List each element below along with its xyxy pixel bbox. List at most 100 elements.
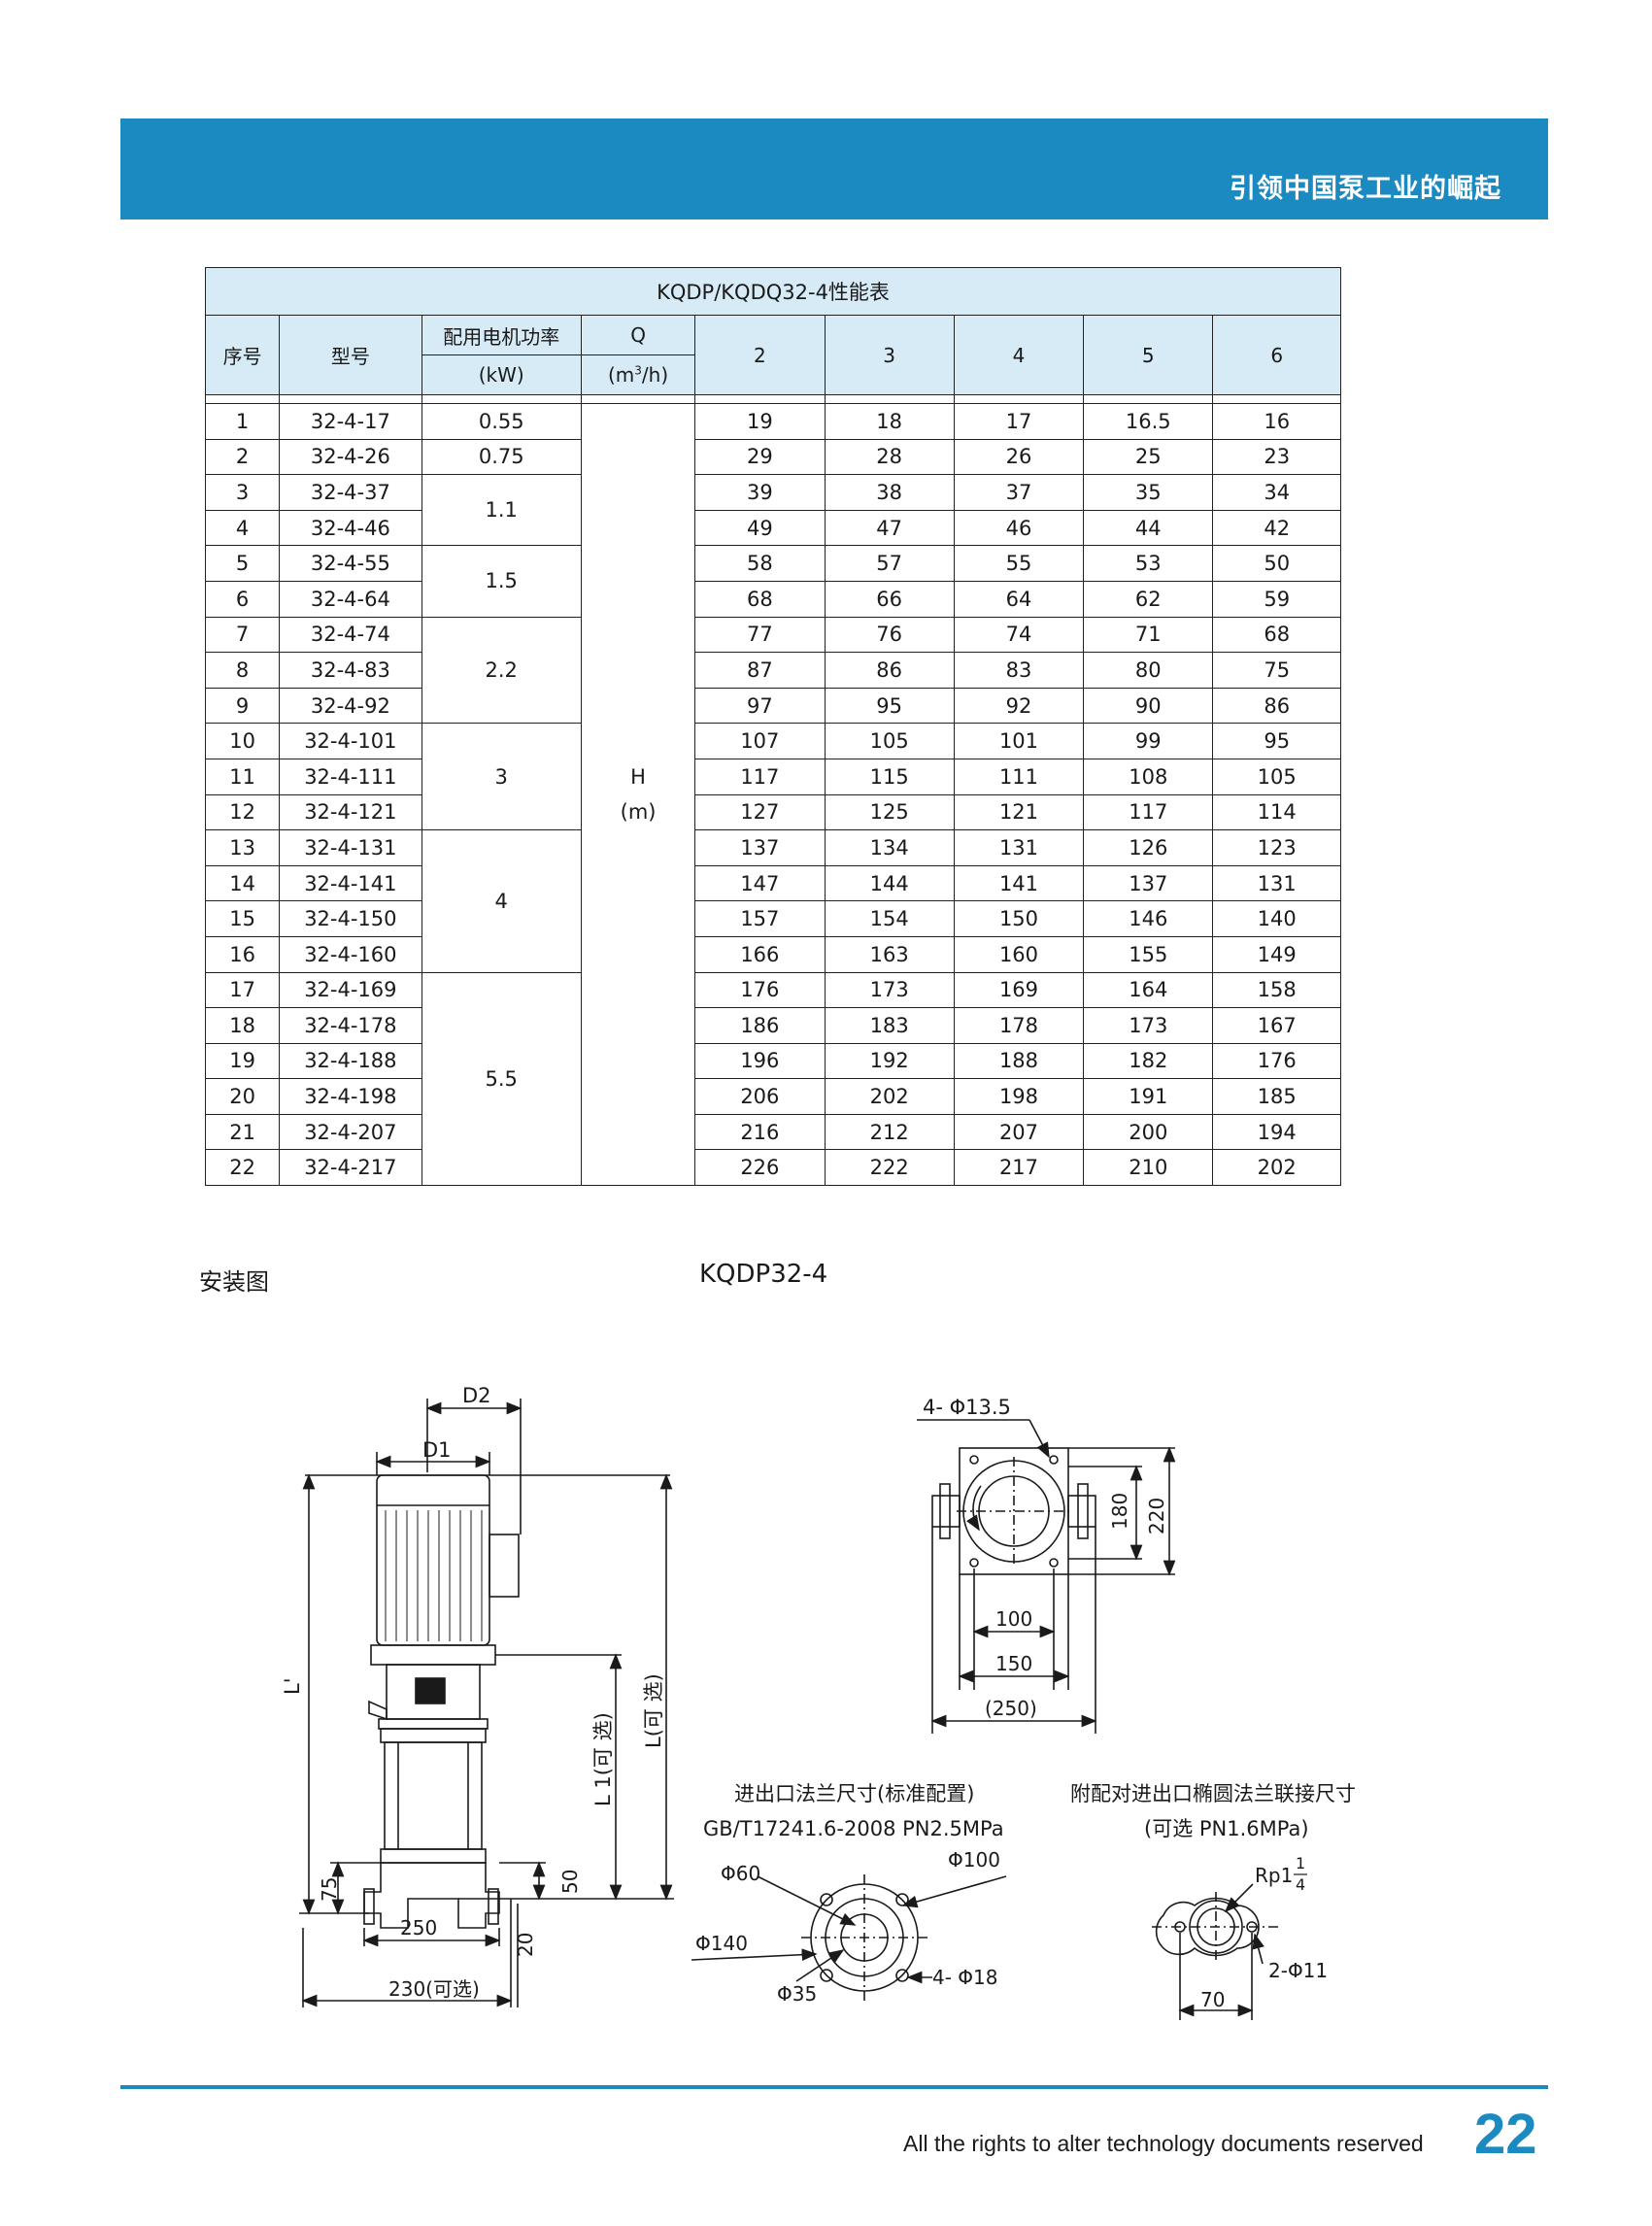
label-d100: Φ100 (948, 1848, 1000, 1872)
cell-head-value: 68 (694, 580, 826, 618)
cell-index: 8 (204, 652, 281, 689)
pump-top-view (917, 1419, 1176, 1734)
label-dim-75: 75 (318, 1877, 341, 1902)
cell-head-value: 200 (1083, 1113, 1214, 1151)
cell-head-value: 16 (1212, 403, 1341, 440)
cell-head-value: 131 (953, 829, 1085, 866)
cell-head-value: 210 (1083, 1149, 1214, 1187)
label-d2: D2 (462, 1384, 491, 1407)
cell-head-value: 111 (953, 758, 1085, 795)
label-d140: Φ140 (695, 1932, 748, 1955)
cell-head-value: 49 (694, 509, 826, 547)
cell-head-value: 125 (824, 793, 955, 831)
cell-head-value: 59 (1212, 580, 1341, 618)
cell-head-value: 55 (953, 545, 1085, 582)
cell-head-value: 62 (1083, 580, 1214, 618)
label-dim-220: 220 (1145, 1498, 1168, 1535)
header-flow-value: 6 (1212, 315, 1341, 395)
cell-model: 32-4-160 (279, 935, 422, 973)
head-unit: (m) (620, 800, 657, 825)
cell-index: 5 (204, 545, 281, 582)
pump-side-view (299, 1399, 674, 2007)
cell-model: 32-4-46 (279, 509, 422, 547)
cell-index: 16 (204, 935, 281, 973)
cell-power: 1.1 (421, 474, 582, 547)
cell-head-value: 42 (1212, 509, 1341, 547)
cell-head-value: 64 (953, 580, 1085, 618)
label-dim-230: 230(可选) (388, 1977, 480, 2001)
cell-head-value: 47 (824, 509, 955, 547)
cell-head-value: 137 (694, 829, 826, 866)
cell-head-value: 74 (953, 616, 1085, 654)
cell-head-value: 76 (824, 616, 955, 654)
cell-head-value: 140 (1212, 900, 1341, 937)
header-flow-value: 3 (824, 315, 955, 395)
cell-head-value: 105 (824, 723, 955, 759)
cell-head-value: 126 (1083, 829, 1214, 866)
cell-head-value: 182 (1083, 1042, 1214, 1080)
cell-head-value: 169 (953, 971, 1085, 1009)
header-model: 型号 (279, 315, 422, 395)
label-dim-100: 100 (995, 1607, 1032, 1631)
cell-head-value: 16.5 (1083, 403, 1214, 440)
label-dim-250-top: (250) (985, 1697, 1037, 1720)
footer-text: All the rights to alter technology docum… (903, 2131, 1424, 2156)
cell-head-value: 86 (1212, 687, 1341, 725)
cell-head-value: 137 (1083, 864, 1214, 902)
cell-index: 19 (204, 1042, 281, 1080)
cell-head-value: 150 (953, 900, 1085, 937)
cell-index: 15 (204, 900, 281, 937)
page-number: 22 (1474, 2103, 1537, 2166)
label-l: L(可 选) (642, 1673, 665, 1748)
cell-power: 3 (421, 723, 582, 831)
cell-index: 21 (204, 1113, 281, 1151)
flange-oval-drawing (1152, 1883, 1278, 2020)
cell-index: 3 (204, 474, 281, 511)
cell-head-value: 157 (694, 900, 826, 937)
label-l1: L 1(可 选) (591, 1712, 615, 1806)
cell-head-value: 80 (1083, 652, 1214, 689)
cell-head-value: 149 (1212, 935, 1341, 973)
flange-oval-title: 附配对进出口椭圆法兰联接尺寸 (1070, 1782, 1356, 1805)
cell-head-value: 87 (694, 652, 826, 689)
cell-head-label: H (m) (580, 402, 696, 1187)
header-slogan: 引领中国泵工业的崛起 (1230, 174, 1501, 204)
label-rp-denominator: 4 (1296, 1875, 1305, 1894)
cell-head-value: 212 (824, 1113, 955, 1151)
cell-head-value: 46 (953, 509, 1085, 547)
head-label: H (630, 765, 646, 790)
cell-head-value: 178 (953, 1007, 1085, 1044)
cell-index: 18 (204, 1007, 281, 1044)
cell-model: 32-4-207 (279, 1113, 422, 1151)
header-flow-value: 5 (1083, 315, 1214, 395)
label-d1: D1 (422, 1438, 452, 1462)
cell-model: 32-4-64 (279, 580, 422, 618)
cell-head-value: 95 (1212, 723, 1341, 759)
cell-head-value: 176 (1212, 1042, 1341, 1080)
cell-head-value: 127 (694, 793, 826, 831)
label-std-holes: 4- Φ18 (932, 1966, 998, 1989)
cell-head-value: 163 (824, 935, 955, 973)
cell-head-value: 206 (694, 1078, 826, 1115)
header-power-unit: (kW) (421, 354, 582, 395)
cell-model: 32-4-101 (279, 723, 422, 759)
cell-head-value: 107 (694, 723, 826, 759)
cell-head-value: 146 (1083, 900, 1214, 937)
cell-index: 17 (204, 971, 281, 1009)
cell-head-value: 117 (1083, 793, 1214, 831)
cell-index: 9 (204, 687, 281, 725)
header-flow-value: 2 (694, 315, 826, 395)
